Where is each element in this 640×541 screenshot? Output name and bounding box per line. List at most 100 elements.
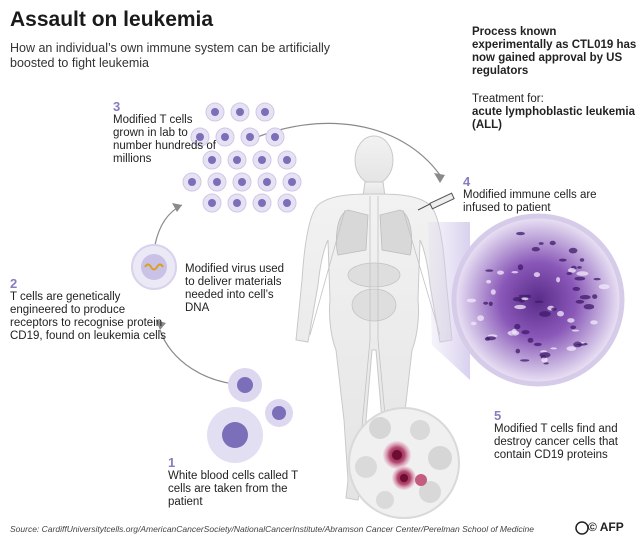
grown-t-cell-nucleus <box>258 156 266 164</box>
grown-t-cell-nucleus <box>283 199 291 207</box>
leukemia-cell <box>570 325 577 330</box>
leukemia-cell <box>576 271 589 276</box>
leukemia-cell <box>571 329 580 332</box>
treatment-info: Treatment for: acute lymphoblastic leuke… <box>472 93 637 132</box>
syringe-icon <box>417 192 455 211</box>
grown-t-cell-nucleus <box>233 156 241 164</box>
leukemia-cell <box>477 315 484 321</box>
leukemia-cell <box>593 277 601 281</box>
step-4-text: Modified immune cells are infused to pat… <box>463 189 597 214</box>
leukemia-blood-view <box>451 213 625 387</box>
leukemia-cell <box>592 294 598 299</box>
leukemia-cell <box>521 330 530 335</box>
leukemia-cell <box>517 264 524 271</box>
step-5-number: 5 <box>494 408 502 423</box>
leukemia-cell <box>539 311 551 317</box>
leukemia-cell <box>486 279 492 284</box>
step-3: 3 Modified T cells grown in lab to numbe… <box>113 99 223 166</box>
leukemia-cell <box>514 323 521 330</box>
leukemia-cell <box>559 258 567 262</box>
grown-t-cell-nucleus <box>211 108 219 116</box>
leukemia-cell <box>485 269 494 272</box>
step-5-text: Modified T cells find and destroy cancer… <box>494 423 619 461</box>
leukemia-cell <box>550 347 557 350</box>
leukemia-cell <box>556 277 561 283</box>
step-4-number: 4 <box>463 174 471 189</box>
grown-t-cell-nucleus <box>288 178 296 186</box>
leukemia-cell <box>590 320 598 325</box>
process-info: Process known experimentally as CTL019 h… <box>472 26 637 77</box>
leukemia-cell <box>488 301 493 306</box>
step-3-text: Modified T cells grown in lab to number … <box>113 114 216 165</box>
leukemia-cell <box>568 268 576 273</box>
leukemia-cell <box>567 318 575 323</box>
step-4: 4 Modified immune cells are infused to p… <box>463 174 633 215</box>
leukemia-cell <box>574 276 586 281</box>
lungs <box>336 209 412 256</box>
leukemia-cell <box>515 348 521 354</box>
leukemia-cell <box>557 310 564 317</box>
afp-logo-icon <box>575 521 589 535</box>
leukemia-cell <box>527 337 534 343</box>
leukemia-cells-texture <box>466 231 610 365</box>
leukemia-cell <box>572 286 581 291</box>
grown-t-cell-nucleus <box>238 178 246 186</box>
grown-t-cell-nucleus <box>208 156 216 164</box>
leukemia-cell <box>573 341 583 348</box>
grown-t-cell-nucleus <box>196 133 204 141</box>
leukemia-cell <box>520 359 530 362</box>
leukemia-cell <box>579 295 591 300</box>
grown-t-cell-nucleus <box>263 178 271 186</box>
leukemia-cell <box>516 231 525 236</box>
grown-t-cell-nucleus <box>271 133 279 141</box>
grown-t-cell-nucleus <box>213 178 221 186</box>
step-1: 1 White blood cells called T cells are t… <box>168 455 308 509</box>
leukemia-cell <box>539 352 551 358</box>
leukemia-cell <box>541 357 548 363</box>
leukemia-cell <box>549 240 556 246</box>
step-2: 2 T cells are genetically engineered to … <box>10 276 170 343</box>
grown-t-cell-nucleus <box>221 133 229 141</box>
leukemia-cell <box>566 346 577 351</box>
treatment-value: acute lymphoblastic leukemia (ALL) <box>472 106 635 131</box>
leukemia-cell <box>551 307 557 311</box>
step-3-number: 3 <box>113 99 121 114</box>
leukemia-cell <box>466 298 477 303</box>
grown-t-cells <box>182 102 302 213</box>
step-2-number: 2 <box>10 276 18 291</box>
modified-virus-cell <box>131 244 177 290</box>
leukemia-cell <box>483 301 489 305</box>
leukemia-cell <box>497 270 504 275</box>
leukemia-cell <box>568 247 578 254</box>
human-body-figure <box>295 135 453 501</box>
cancer-destroy-view <box>348 407 460 519</box>
leukemia-cell <box>575 299 585 304</box>
grown-t-cell-nucleus <box>236 108 244 116</box>
leukemia-cell <box>514 304 526 310</box>
step-1-text: White blood cells called T cells are tak… <box>168 470 298 508</box>
leukemia-cell <box>583 304 595 310</box>
treatment-label: Treatment for: <box>472 93 544 105</box>
leukemia-cell <box>533 342 542 347</box>
leukemia-cell <box>566 272 573 275</box>
page-subtitle: How an individual’s own immune system ca… <box>10 41 331 70</box>
grown-t-cell-nucleus <box>246 133 254 141</box>
grown-t-cell-nucleus <box>261 108 269 116</box>
leukemia-cell <box>579 258 585 262</box>
leukemia-cell <box>518 294 527 298</box>
grown-t-cell-nucleus <box>258 199 266 207</box>
arrowheads <box>156 173 445 330</box>
page-title: Assault on leukemia <box>10 8 214 31</box>
leukemia-cell <box>577 266 582 269</box>
virus-note: Modified virus used to deliver materials… <box>185 263 285 314</box>
leukemia-cell <box>538 242 544 245</box>
source-credit: Source: CardiffUniversitytcells.org/Amer… <box>10 524 534 534</box>
magnify-beam <box>428 222 470 380</box>
leukemia-cell <box>507 330 520 336</box>
afp-credit: © AFP <box>588 520 624 534</box>
leukemia-cell <box>521 297 529 301</box>
step-5: 5 Modified T cells find and destroy canc… <box>494 408 619 462</box>
grown-t-cell-nucleus <box>208 199 216 207</box>
leukemia-cell <box>484 337 491 341</box>
